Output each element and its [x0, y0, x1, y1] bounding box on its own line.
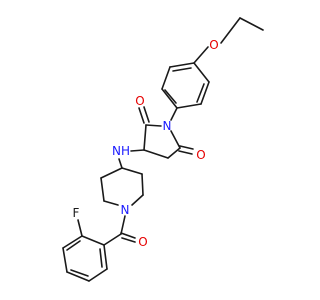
bond-ring1-inner-3 — [172, 67, 192, 72]
atom-f: F — [73, 206, 80, 220]
atom-n-imide-label: N — [163, 119, 172, 133]
bond-ring2-b — [62, 235, 83, 249]
bond-ring1-b — [200, 81, 210, 105]
bond-carbonyl-aryl — [103, 233, 122, 246]
bond-n-c5 — [170, 130, 181, 149]
bond-pip-b — [100, 177, 105, 202]
bond-ring2-e — [88, 268, 108, 282]
atom-n-piperidine: N — [121, 203, 130, 217]
bond-ring2-d — [66, 271, 90, 282]
bond-ethyl-cc — [239, 17, 264, 31]
bond-o-aryl — [193, 46, 209, 64]
bond-pip-c — [103, 200, 119, 206]
atom-o-top-label: O — [135, 94, 144, 108]
atom-o-amide: O — [138, 235, 147, 249]
atom-o-amide-label: O — [138, 235, 147, 249]
atom-n-piperidine-label: N — [121, 203, 130, 217]
bond-pip-a — [100, 167, 123, 179]
bond-co-2 — [121, 237, 136, 243]
bond-ring1-f — [169, 62, 195, 68]
bond-c5-o-2 — [178, 150, 193, 155]
bond-co-1 — [120, 232, 136, 239]
bond-n-c2 — [145, 124, 162, 127]
bond-ring1-inner-1 — [196, 83, 205, 103]
bond-ring2-inner-3 — [99, 248, 103, 268]
bond-ring1-e — [161, 66, 171, 90]
atom-o-ether-label: O — [209, 38, 218, 52]
bond-ring1-inner-2 — [164, 89, 177, 104]
bond-aryl-n — [170, 107, 178, 121]
bond-c3-c4 — [143, 149, 169, 159]
bond-c2-o-2 — [143, 106, 150, 123]
atom-n-imide: N — [163, 119, 172, 133]
bond-ethyl-co — [220, 17, 241, 44]
atom-o-bottom: O — [196, 148, 205, 162]
atom-nh-amine: NH — [112, 144, 130, 158]
bond-c2-o-1 — [138, 107, 145, 124]
bond-ring2-inner-1 — [66, 240, 81, 251]
bond-nh-pip — [118, 158, 123, 169]
bond-ring2-inner-2 — [70, 269, 89, 277]
bond-c5-o-1 — [179, 145, 194, 150]
atom-o-bottom-label: O — [196, 148, 205, 162]
bond-ring1-d — [161, 88, 178, 109]
structure-svg: O O N O NH N O F — [62, 17, 264, 282]
atom-o-ether: O — [209, 38, 218, 52]
bond-pip-d — [131, 194, 144, 206]
bond-pip-f — [121, 167, 143, 175]
bond-ring1-a — [193, 62, 210, 83]
atom-f-label: F — [73, 206, 80, 220]
bond-n-carbonyl — [120, 215, 126, 235]
bond-c3-nh — [130, 149, 145, 152]
bond-ring2-f — [103, 244, 108, 270]
bond-c2-c3 — [143, 124, 147, 151]
atom-nh-amine-label: NH — [112, 144, 130, 158]
bond-c4-c5 — [167, 147, 181, 159]
bond-ring2-c — [62, 247, 68, 273]
bond-ring1-c — [176, 103, 202, 109]
bond-ring2-f — [77, 219, 83, 237]
bond-ring2-a — [81, 235, 105, 246]
bond-pip-e — [141, 173, 144, 196]
atom-o-top: O — [135, 94, 144, 108]
molecule-diagram: O O N O NH N O F — [62, 17, 264, 282]
